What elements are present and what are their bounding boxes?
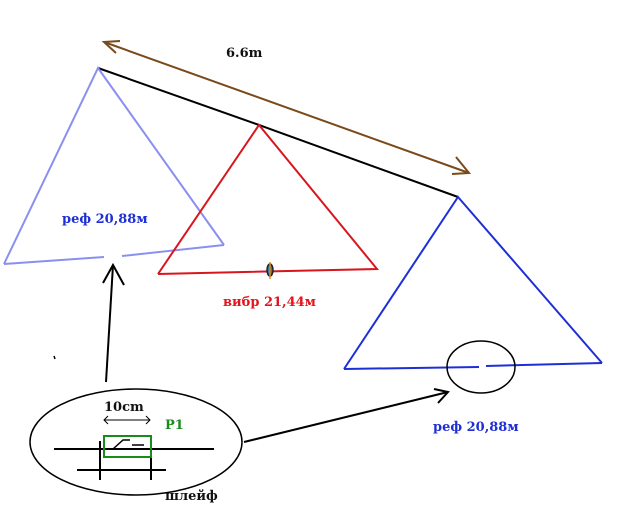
detail-width-label: 10cm (104, 400, 144, 415)
right-reflector-triangle (343, 195, 603, 370)
right-reflector-label: реф 20,88м (433, 420, 519, 435)
detail-caption-label: шлейф (165, 489, 218, 504)
left-reflector-label: реф 20,88м (62, 212, 148, 227)
arrow-to-left-reflector (102, 262, 125, 383)
p1-component-box (103, 435, 152, 458)
feed-point-icon (266, 262, 274, 279)
stub-detail-drawing (54, 415, 214, 480)
detail-part-label: P1 (165, 418, 184, 433)
distance-label: 6.6m (226, 46, 263, 61)
stray-mark (53, 355, 56, 360)
left-reflector-triangle (3, 66, 225, 265)
stub-detail-ellipse (29, 388, 243, 496)
distance-arrow (101, 40, 472, 175)
driven-element-label: вибр 21,44м (223, 295, 316, 310)
boom-line (97, 67, 459, 198)
reflector-gap-circle (446, 340, 516, 394)
arrow-to-right-reflector (243, 388, 450, 443)
